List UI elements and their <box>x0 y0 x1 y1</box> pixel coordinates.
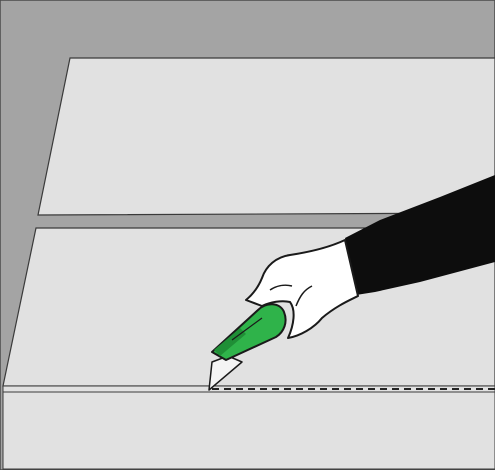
upper-panel <box>37 57 495 216</box>
sleeve <box>345 175 495 295</box>
utility-knife-icon <box>208 303 287 391</box>
floor-surface <box>2 391 495 470</box>
knife-grip-slot <box>231 317 263 341</box>
glove-finger-line <box>269 284 293 291</box>
glove <box>245 239 359 339</box>
glove-thumb-line <box>295 285 313 307</box>
gloved-hand-icon <box>245 239 359 339</box>
